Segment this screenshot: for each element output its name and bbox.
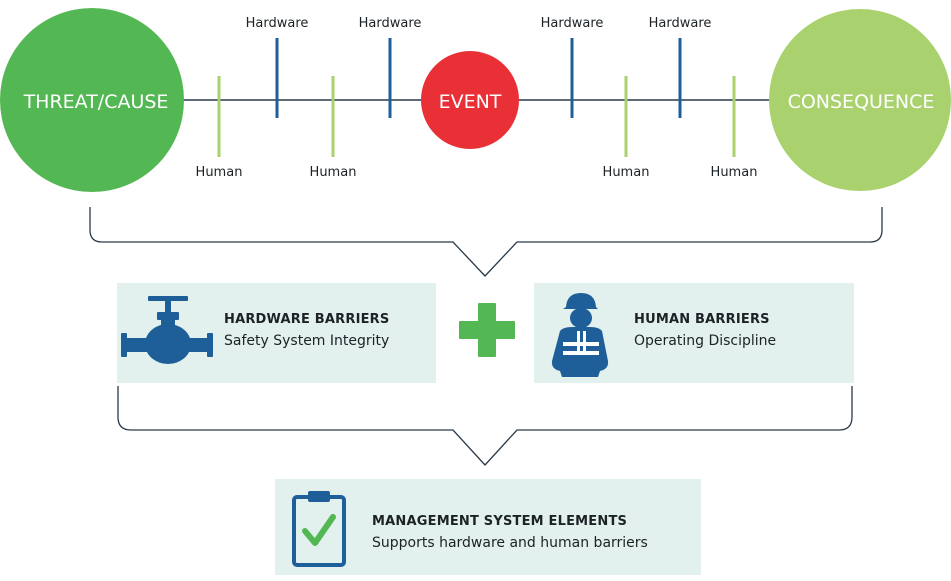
event-node — [421, 51, 519, 149]
hardware-barriers-box: HARDWARE BARRIERS Safety System Integrit… — [117, 283, 436, 383]
management-system-title: MANAGEMENT SYSTEM ELEMENTS — [372, 514, 628, 529]
plus-icon — [459, 303, 515, 357]
management-system-box: MANAGEMENT SYSTEM ELEMENTS Supports hard… — [275, 479, 701, 575]
human-barriers-title: HUMAN BARRIERS — [634, 312, 770, 327]
human-barriers-subtitle: Operating Discipline — [634, 333, 777, 349]
merge-bracket-bottom — [117, 386, 853, 466]
hardware-barrier-label: Hardware — [246, 16, 309, 31]
human-barriers-box: HUMAN BARRIERS Operating Discipline — [534, 283, 854, 383]
human-barrier-label: Human — [310, 165, 357, 180]
human-barrier-label: Human — [711, 165, 758, 180]
hardware-barrier-label: Hardware — [649, 16, 712, 31]
merge-bracket-top — [89, 207, 883, 277]
hardware-barriers-title: HARDWARE BARRIERS — [224, 312, 390, 327]
clipboard-check-icon — [292, 491, 346, 567]
worker-icon — [551, 293, 609, 377]
management-system-subtitle: Supports hardware and human barriers — [372, 535, 648, 551]
event-label: EVENT — [439, 91, 502, 113]
hardware-barrier-label: Hardware — [541, 16, 604, 31]
human-barrier-label: Human — [603, 165, 650, 180]
threat-cause-node — [0, 8, 184, 192]
consequence-label: CONSEQUENCE — [788, 91, 935, 113]
hardware-barrier-label: Hardware — [359, 16, 422, 31]
human-barrier-label: Human — [196, 165, 243, 180]
consequence-node — [769, 9, 951, 191]
hardware-barriers-subtitle: Safety System Integrity — [224, 333, 390, 349]
threat-cause-label: THREAT/CAUSE — [23, 91, 169, 113]
valve-icon — [121, 296, 213, 364]
